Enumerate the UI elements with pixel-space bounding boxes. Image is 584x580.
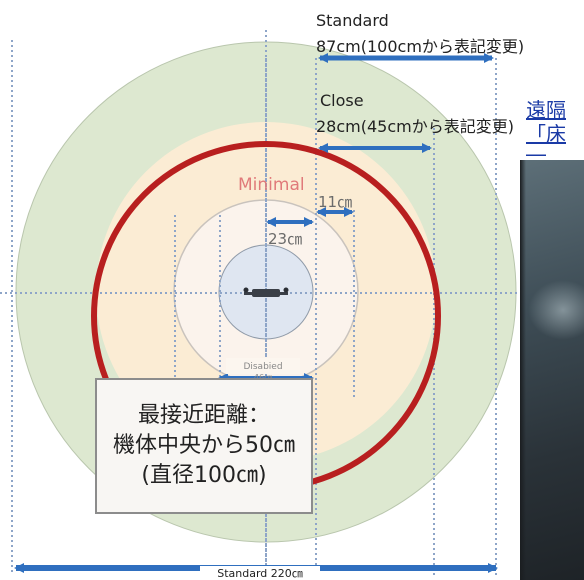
photo-caption-line2: 「床 — [526, 122, 566, 146]
close-value: 28cm(45cmから表記変更) — [316, 117, 514, 136]
disabled-label-box — [226, 358, 300, 374]
callout-line1: 最接近距離： — [137, 403, 270, 428]
dist-11-label: 11㎝ — [318, 193, 352, 211]
drone-icon — [243, 287, 289, 297]
close-title: Close — [320, 91, 364, 110]
callout-line3: (直径100㎝) — [141, 463, 267, 488]
callout-box: 最接近距離： 機体中央から50㎝ (直径100㎝) — [95, 378, 313, 514]
standard-title: Standard — [316, 11, 389, 30]
photo-caption: 遠隔 「床 ― — [520, 88, 584, 166]
standard-220-label: Standard 220㎝ — [217, 567, 303, 580]
disabled-title: Disabied — [243, 362, 282, 372]
dist-23-label: 23㎝ — [268, 230, 302, 248]
callout-line2: 機体中央から50㎝ — [113, 433, 295, 458]
standard-value: 87cm(100cmから表記変更) — [316, 37, 524, 56]
photo-image — [520, 160, 584, 580]
standard-220-label-box — [200, 566, 320, 580]
photo-caption-line1: 遠隔 — [526, 98, 566, 122]
minimal-label: Minimal — [238, 175, 305, 195]
disabled-value: 46㎝ — [254, 373, 272, 382]
